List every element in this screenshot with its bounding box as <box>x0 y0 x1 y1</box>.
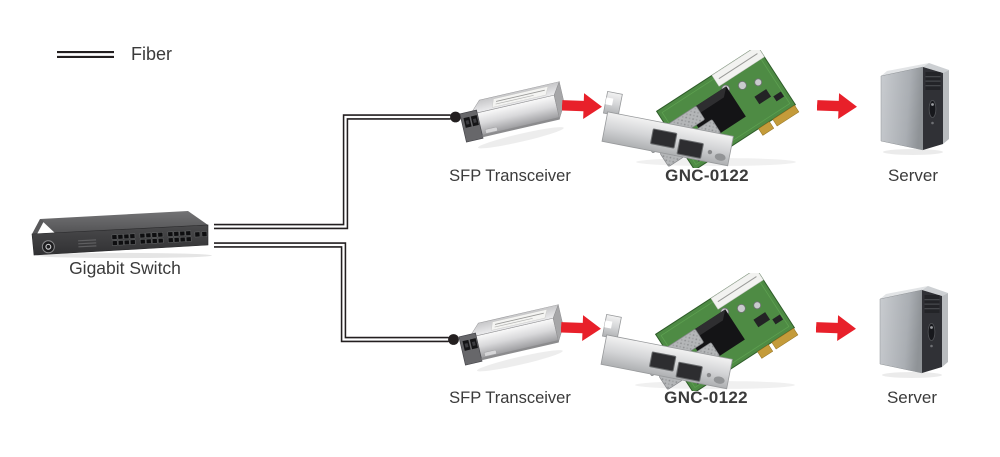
fiber-line-top <box>214 114 451 230</box>
gigabit-switch-image <box>28 205 212 259</box>
nic-card-label: GNC-0122 <box>664 388 748 407</box>
sfp-transceiver-label: SFP Transceiver <box>449 389 571 407</box>
nic-card-image <box>597 273 813 391</box>
server-image <box>873 57 953 157</box>
server-label: Server <box>887 166 939 185</box>
fiber-legend-label: Fiber <box>131 44 173 64</box>
nic-card-label: GNC-0122 <box>665 166 749 185</box>
gigabit-switch-label: Gigabit Switch <box>69 258 181 278</box>
junction-dot-bottom <box>448 334 459 345</box>
server-label: Server <box>886 388 938 407</box>
junction-dot-top <box>450 111 461 123</box>
nic-card-image <box>598 50 814 168</box>
sfp-transceiver-image <box>458 73 568 161</box>
sfp-transceiver-label: SFP Transceiver <box>449 167 571 185</box>
sfp-transceiver-image <box>457 296 567 384</box>
fiber-line-bottom <box>214 242 449 343</box>
server-image <box>872 280 952 380</box>
